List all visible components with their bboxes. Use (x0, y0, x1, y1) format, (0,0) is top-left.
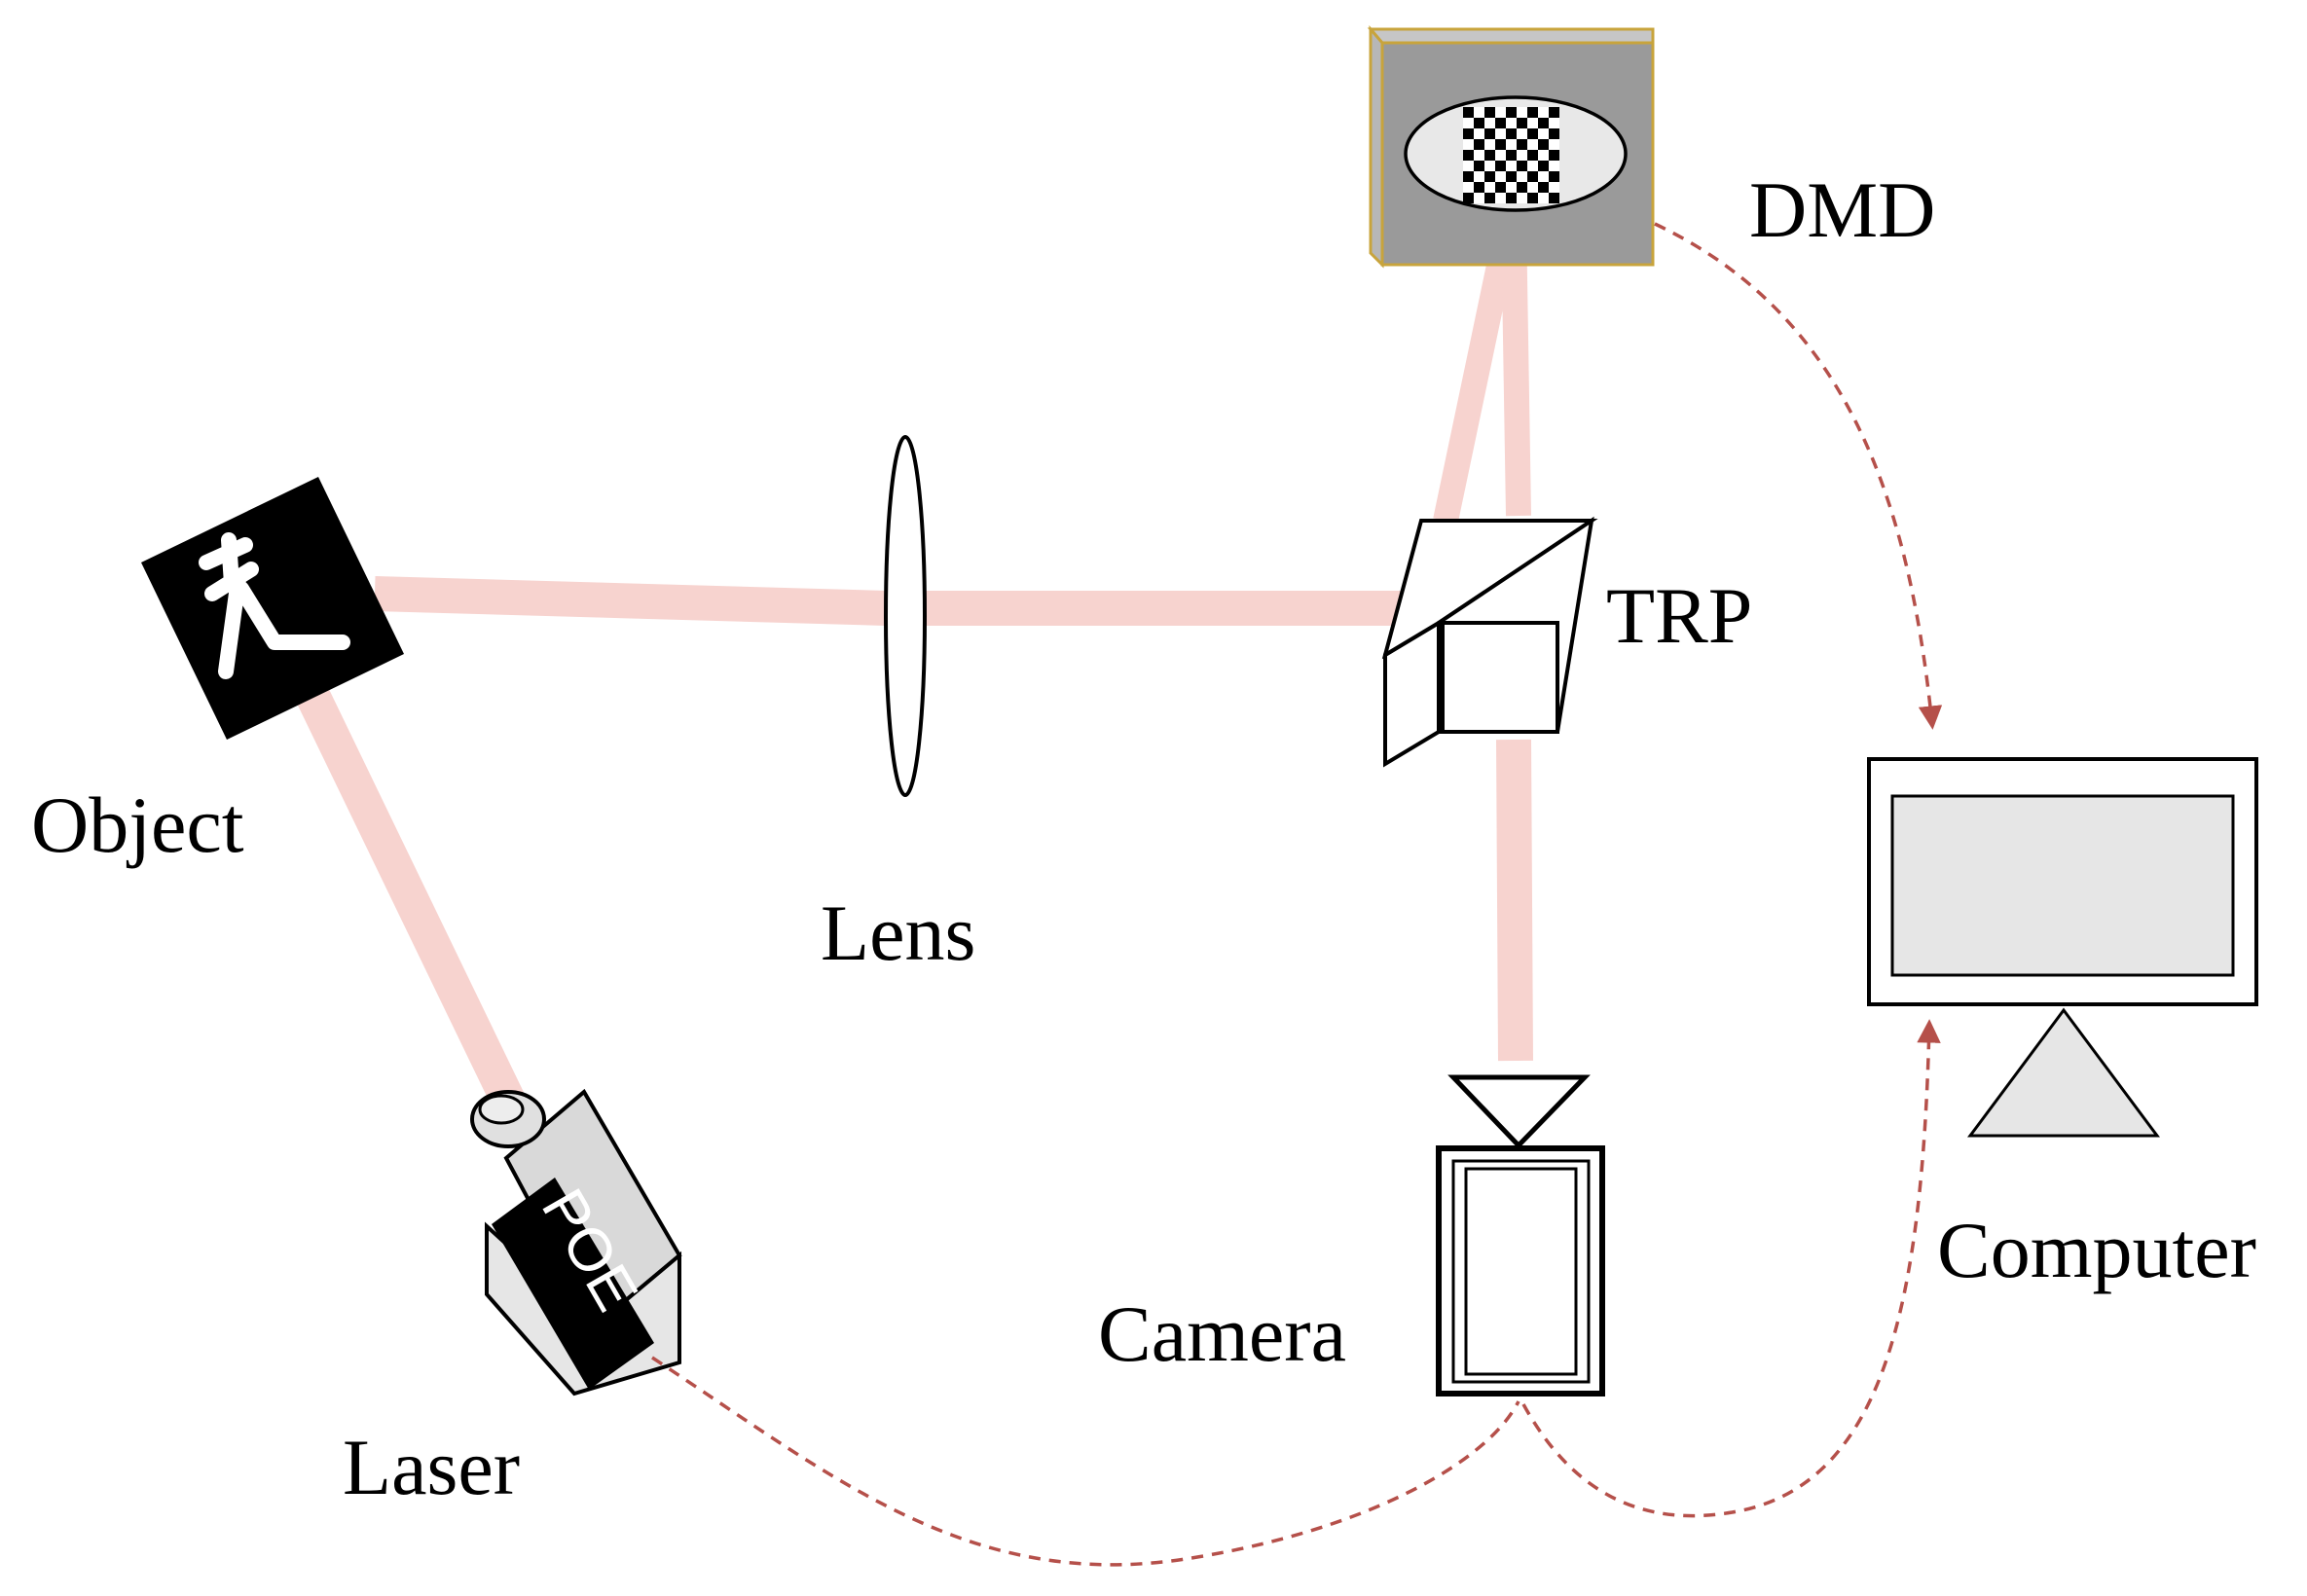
camera-sensor-window (1464, 1167, 1578, 1376)
object-frame (141, 477, 404, 740)
object-sample (141, 477, 404, 740)
dmd-device (1367, 24, 1655, 269)
beam-object-to-lens (374, 576, 887, 626)
laser-device: POE (470, 1088, 682, 1396)
trp-prism (1381, 516, 1598, 768)
dmd-label: DMD (1749, 165, 1935, 254)
dmd-top-face (1367, 27, 1655, 45)
signal-dmd-to-computer (1654, 222, 1943, 730)
computer-stand (1967, 1007, 2160, 1138)
camera-label: Camera (1098, 1289, 1346, 1378)
object-handwritten-character (199, 532, 350, 679)
signal-camera-to-computer (1521, 1019, 1941, 1518)
dmd-checkerboard-pattern (1463, 107, 1559, 203)
computer-label: Computer (1937, 1206, 2256, 1294)
beam-laser-to-object (289, 673, 531, 1120)
object-label: Object (31, 780, 244, 869)
beam-trp-to-dmd (1433, 226, 1520, 524)
computer-screen (1890, 794, 2235, 977)
computer-device (1867, 757, 2258, 1138)
camera-device (1436, 1074, 1605, 1396)
poe-panel (492, 1178, 654, 1390)
camera-inner-frame (1451, 1159, 1591, 1384)
beam-trp-to-camera (1496, 739, 1533, 1062)
light-beams (289, 218, 1533, 1120)
trp-label: TRP (1606, 571, 1752, 660)
dmd-side-face (1369, 24, 1384, 269)
signal-laser-to-camera (651, 1356, 1520, 1567)
laser-aperture-inner (478, 1094, 525, 1125)
lens-label: Lens (821, 889, 975, 977)
signal-connections (651, 222, 1943, 1567)
beam-dmd-to-trp (1501, 218, 1531, 517)
camera-body (1436, 1145, 1605, 1396)
laser-label: Laser (343, 1423, 520, 1511)
trp-inner-cube (1441, 621, 1559, 734)
camera-lens-triangle (1447, 1074, 1591, 1149)
lens (884, 435, 927, 797)
